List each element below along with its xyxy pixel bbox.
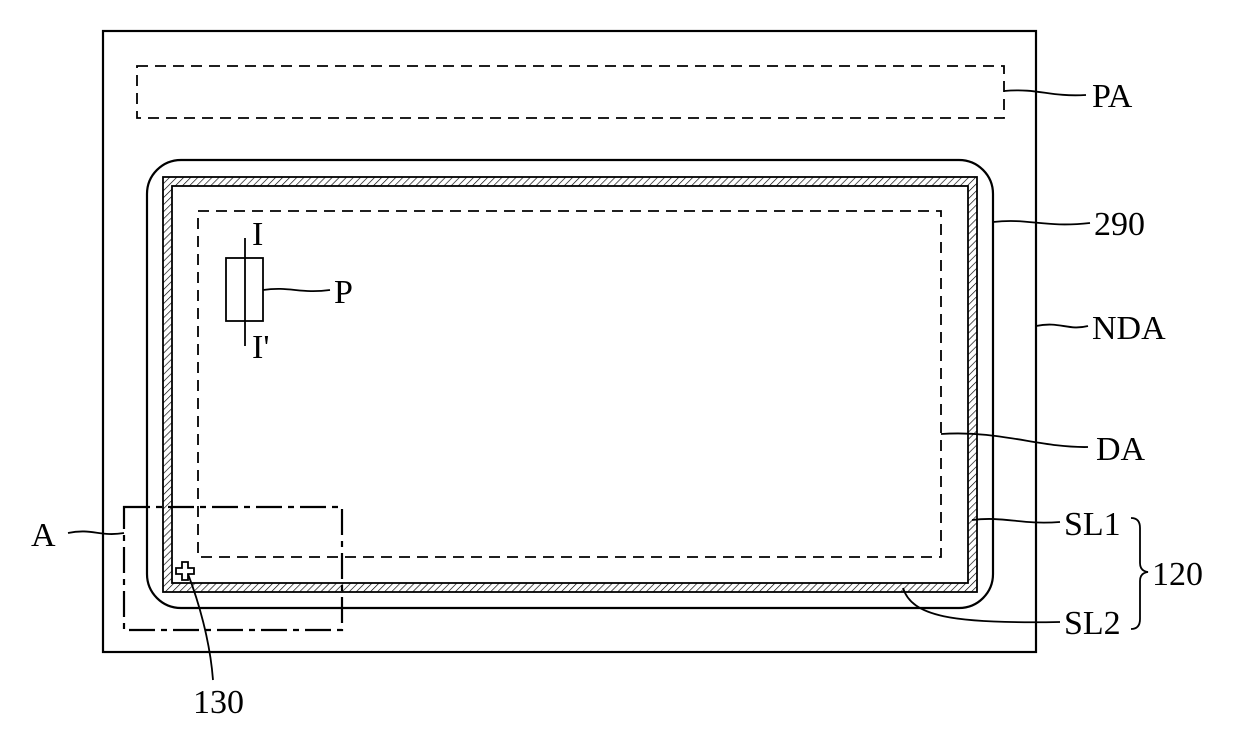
signal-line-outer-edge bbox=[163, 177, 977, 592]
substrate-outline bbox=[103, 31, 1036, 652]
leader-a bbox=[68, 531, 124, 534]
signal-line-ring bbox=[163, 177, 977, 592]
display-area-outline bbox=[198, 211, 941, 557]
seal-290-outline bbox=[147, 160, 993, 608]
label-a: A bbox=[31, 517, 56, 554]
label-130: 130 bbox=[193, 684, 244, 721]
label-nda: NDA bbox=[1092, 310, 1166, 347]
label-sl2: SL2 bbox=[1064, 605, 1121, 642]
label-sl1: SL1 bbox=[1064, 506, 1121, 543]
leader-290 bbox=[993, 221, 1090, 224]
pad-area-outline bbox=[137, 66, 1004, 118]
label-290: 290 bbox=[1094, 206, 1145, 243]
leader-nda bbox=[1036, 325, 1088, 328]
label-i-prime: I' bbox=[252, 329, 269, 366]
signal-line-inner-edge bbox=[172, 186, 968, 583]
label-pa: PA bbox=[1092, 78, 1133, 115]
leader-p bbox=[263, 289, 330, 291]
leader-da bbox=[941, 433, 1088, 447]
region-a-outline bbox=[124, 507, 342, 630]
leader-sl1 bbox=[972, 519, 1060, 523]
label-120: 120 bbox=[1152, 556, 1203, 593]
alignment-mark-130 bbox=[176, 562, 194, 580]
leader-pa bbox=[1004, 90, 1086, 95]
label-i: I bbox=[252, 216, 263, 253]
group-brace bbox=[1131, 518, 1148, 629]
label-da: DA bbox=[1096, 431, 1146, 468]
label-p: P bbox=[334, 274, 353, 311]
